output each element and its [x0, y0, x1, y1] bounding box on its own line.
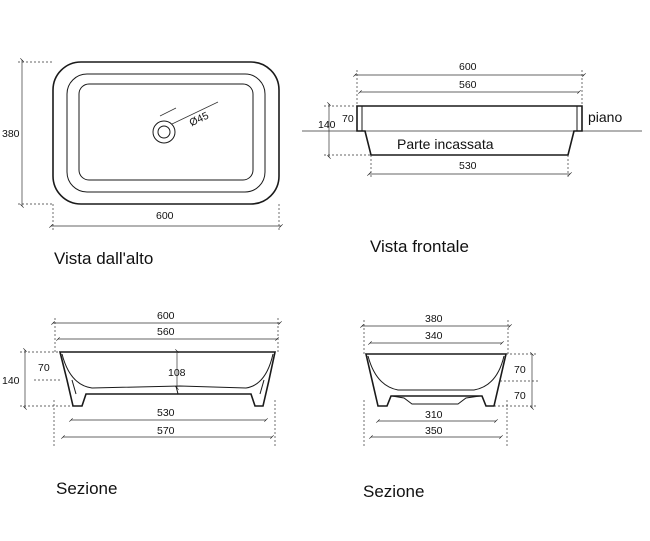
total-height-label: 140 [318, 119, 336, 131]
long-section-view: 600 560 108 530 570 140 70 Sezione [2, 310, 282, 498]
base-inner-dimension-label: 310 [425, 409, 443, 421]
height-dimension-label: 380 [2, 128, 20, 140]
depth-dimension-label: 108 [168, 367, 186, 379]
drain-hole-inner [157, 125, 171, 139]
long-section-caption: Sezione [56, 479, 117, 498]
overall-dimension-label: 380 [425, 313, 443, 325]
wall-line [259, 379, 265, 395]
base-outer-dimension-label: 570 [157, 425, 175, 437]
rim-dimension-label: 340 [425, 330, 443, 342]
top-view-caption: Vista dall'alto [54, 249, 153, 268]
section-outline [58, 351, 276, 407]
wall-line [71, 379, 77, 395]
drain-hole-outer [152, 120, 176, 144]
width-dimension-label: 600 [156, 210, 174, 222]
rim-dimension-label: 560 [459, 79, 477, 91]
top-view: Ø45 380 600 Vista dall'alto [2, 58, 283, 268]
bowl-inner-curve [367, 355, 505, 391]
lower-height-label: 70 [514, 390, 526, 402]
hole-diameter-label: Ø45 [188, 110, 211, 129]
base-outer-dimension-label: 350 [425, 425, 443, 437]
rim-dimension-label: 560 [157, 326, 175, 338]
counter-label: piano [588, 109, 622, 125]
total-height-label: 140 [2, 375, 20, 387]
front-view: 600 560 530 140 70 piano Parte incassata… [302, 61, 642, 256]
recessed-part-label: Parte incassata [397, 136, 494, 152]
overall-dimension-label: 600 [459, 61, 477, 73]
bowl-inner-curve [61, 353, 274, 389]
front-view-caption: Vista frontale [370, 237, 469, 256]
base-foot-line [391, 395, 481, 405]
bottom-dimension-label: 530 [459, 160, 477, 172]
overall-dimension-label: 600 [157, 310, 175, 322]
basin-outer-outline [52, 61, 280, 205]
basin-bowl-outline [78, 83, 254, 181]
upper-height-label: 70 [514, 364, 526, 376]
hole-leader-line [171, 101, 219, 125]
basin-rim-outline [66, 73, 266, 193]
short-section-caption: Sezione [363, 482, 424, 501]
rim-height-label: 70 [38, 362, 50, 374]
rim-height-label: 70 [342, 113, 354, 125]
section-outline [364, 353, 508, 407]
hole-leader-line-2 [159, 107, 177, 117]
short-section-view: 380 340 310 350 70 70 Sezione [360, 313, 538, 501]
base-inner-dimension-label: 530 [157, 407, 175, 419]
